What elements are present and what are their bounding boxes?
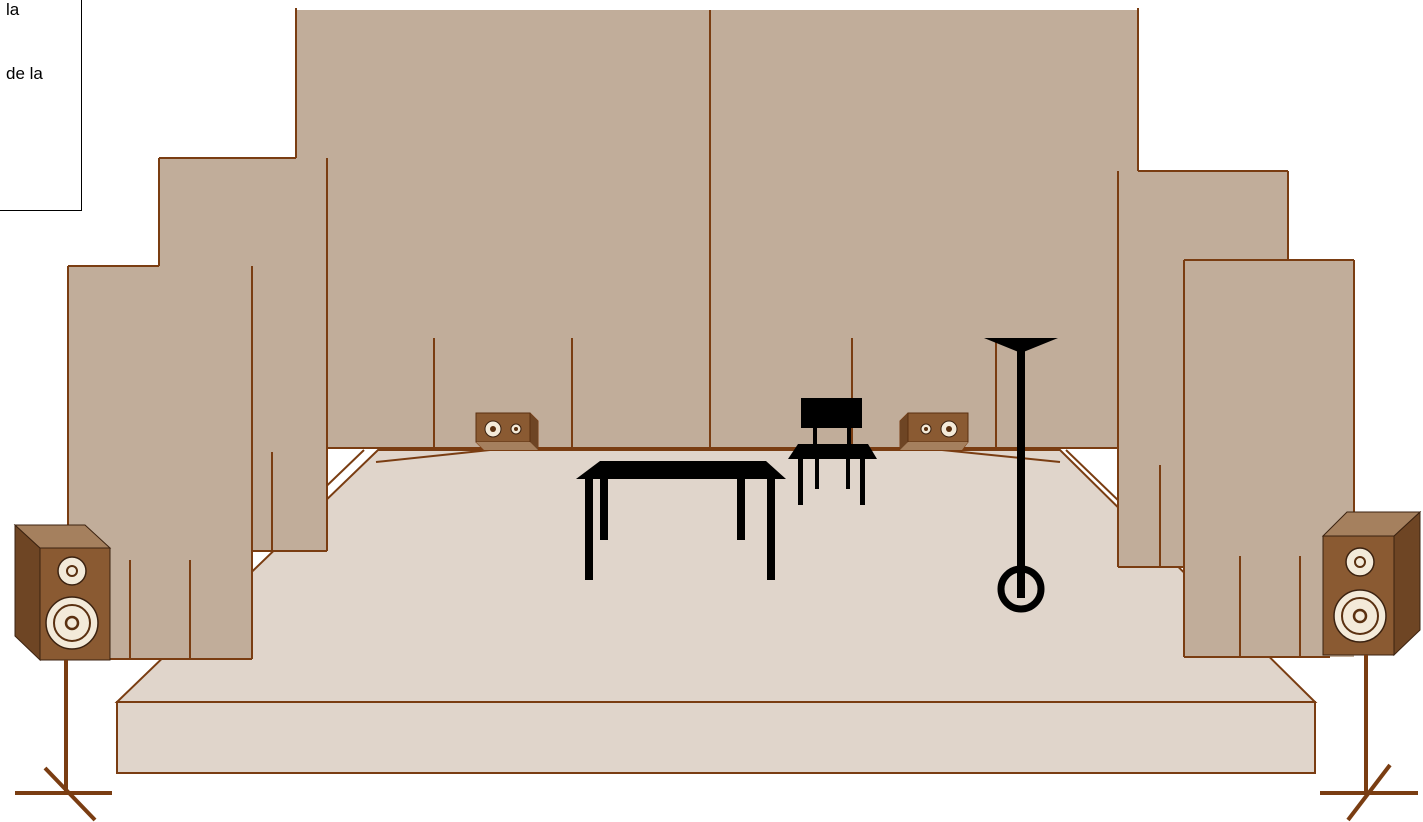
table-icon: [576, 461, 786, 580]
speaker-icon: [1320, 510, 1422, 822]
speaker-icon: [13, 523, 112, 822]
speaker-icon: [475, 412, 539, 451]
speaker-icon: [899, 412, 969, 451]
microphone-stand-icon: [984, 338, 1058, 613]
note-box: la de la: [0, 0, 82, 211]
note-line: de la: [6, 64, 43, 83]
note-line: la: [6, 0, 20, 19]
back-curtain: [295, 8, 1139, 449]
chair-icon: [788, 398, 877, 505]
stage-floor: [114, 449, 1318, 774]
